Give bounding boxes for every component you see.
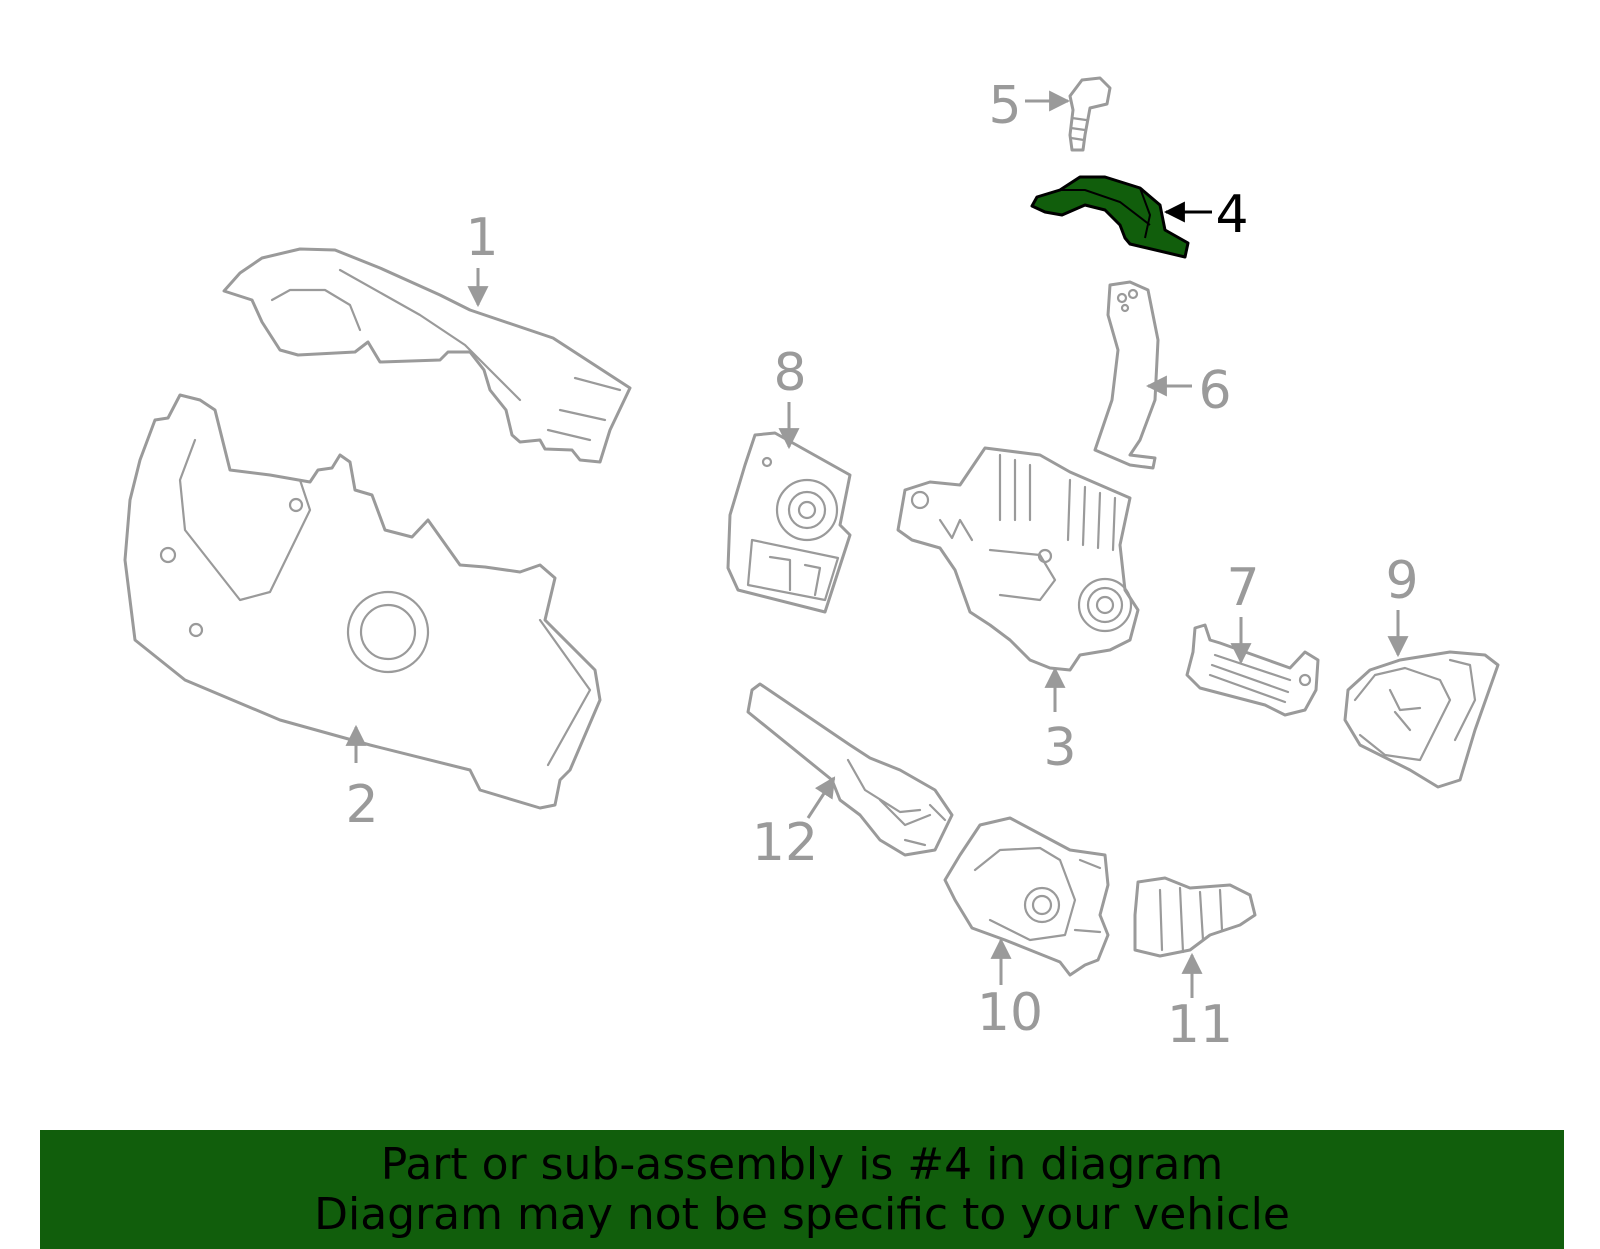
callout-1: 1	[465, 208, 498, 268]
part-1-upper-column-cover[interactable]	[222, 247, 632, 464]
callout-7: 7	[1226, 558, 1259, 618]
arrow-12	[806, 776, 836, 819]
banner-background	[40, 1130, 1564, 1249]
callout-9: 9	[1385, 551, 1418, 611]
callout-3: 3	[1043, 718, 1076, 778]
info-banner: Part or sub-assembly is #4 in diagram Di…	[40, 1130, 1564, 1249]
callout-2: 2	[345, 775, 378, 835]
part-8-switch-module[interactable]	[726, 431, 852, 614]
callout-5: 5	[988, 76, 1021, 136]
banner-line-2: Diagram may not be specific to your vehi…	[314, 1188, 1290, 1240]
callout-12: 12	[752, 813, 818, 873]
callout-8: 8	[773, 343, 806, 403]
callout-labels: 1 2 3 4 5 6 7 8 9 10 11 12	[345, 76, 1418, 1055]
callout-11: 11	[1167, 995, 1233, 1055]
part-4-highlighted-bracket[interactable]	[1030, 175, 1190, 259]
part-6-bracket[interactable]	[1093, 280, 1160, 470]
part-9-switch-cover[interactable]	[1343, 650, 1500, 789]
part-3-steering-lock-housing[interactable]	[896, 446, 1140, 672]
part-11-switch[interactable]	[1133, 876, 1257, 958]
callout-4: 4	[1215, 185, 1248, 245]
part-10-combination-switch-body[interactable]	[943, 816, 1110, 977]
part-2-lower-column-cover[interactable]	[123, 393, 602, 810]
callout-6: 6	[1198, 361, 1231, 421]
banner-line-1: Part or sub-assembly is #4 in diagram	[380, 1138, 1224, 1190]
callout-10: 10	[977, 983, 1043, 1043]
part-7-small-bracket[interactable]	[1185, 623, 1320, 717]
part-5-bolt[interactable]	[1068, 76, 1112, 152]
callout-arrows	[345, 90, 1409, 998]
